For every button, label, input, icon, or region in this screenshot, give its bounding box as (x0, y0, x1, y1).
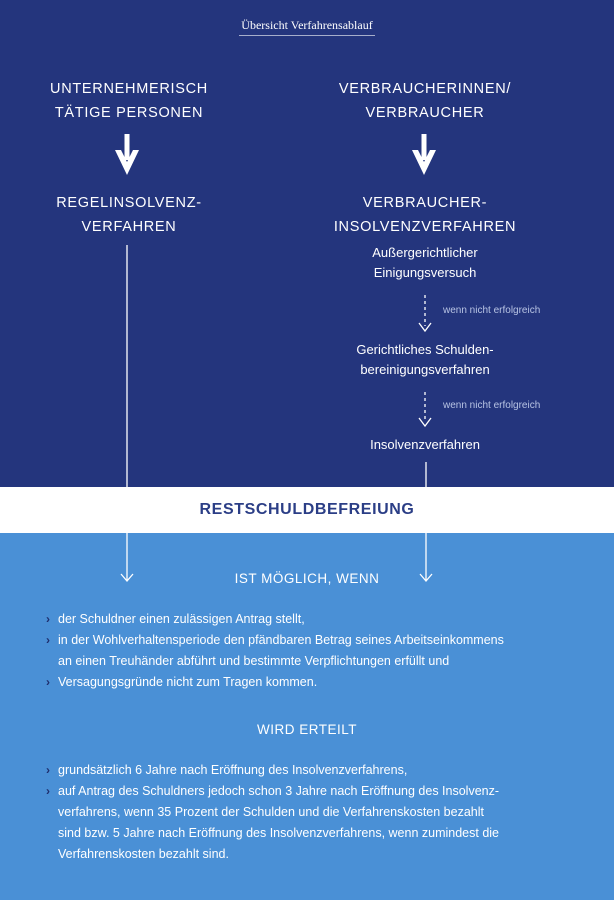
bullet-chevron-icon: › (46, 763, 50, 777)
step-insolvency-proceedings: Insolvenzverfahren (370, 437, 480, 452)
list-item-text: der Schuldner einen zulässigen Antrag st… (58, 612, 305, 626)
list-item: › grundsätzlich 6 Jahre nach Eröffnung d… (46, 760, 566, 781)
possible-heading: IST MÖGLICH, WENN (234, 571, 380, 586)
list-item: › Versagungsgründe nicht zum Tragen komm… (46, 672, 566, 693)
right-procedure-title: VERBRAUCHER- INSOLVENZVERFAHREN (333, 195, 517, 235)
bullet-chevron-icon: › (46, 784, 50, 798)
bullet-chevron-icon: › (46, 612, 50, 626)
list-item-text: auf Antrag des Schuldners jedoch schon 3… (58, 784, 500, 861)
granted-heading: WIRD ERTEILT (256, 722, 357, 737)
discharge-band: RESTSCHULDBEFREIUNG (0, 487, 614, 533)
left-group-title: UNTERNEHMERISCH TÄTIGE PERSONEN (50, 81, 208, 121)
bullet-chevron-icon: › (46, 633, 50, 647)
list-item: › der Schuldner einen zulässigen Antrag … (46, 609, 566, 630)
lower-section (0, 533, 614, 900)
list-item-text: grundsätzlich 6 Jahre nach Eröffnung des… (58, 763, 408, 777)
condition-note-2: wenn nicht erfolgreich (443, 400, 541, 411)
list-item: › in der Wohlverhaltensperiode den pfänd… (46, 630, 566, 672)
upper-section (0, 0, 614, 487)
list-item: › auf Antrag des Schuldners jedoch schon… (46, 781, 566, 865)
granted-list: › grundsätzlich 6 Jahre nach Eröffnung d… (46, 760, 566, 865)
condition-note-1: wenn nicht erfolgreich (443, 305, 541, 316)
bullet-chevron-icon: › (46, 675, 50, 689)
step-court-debt-settlement: Gerichtliches Schulden- bereinigungsverf… (356, 342, 494, 377)
step-out-of-court-settlement: Außergerichtlicher Einigungsversuch (372, 245, 478, 280)
overview-label-text: Übersicht Verfahrensablauf (239, 18, 375, 36)
left-procedure-title: REGELINSOLVENZ- VERFAHREN (56, 195, 202, 235)
list-item-text: Versagungsgründe nicht zum Tragen kommen… (58, 675, 318, 689)
overview-label: Übersicht Verfahrensablauf (0, 16, 614, 36)
list-item-text: in der Wohlverhaltensperiode den pfändba… (58, 633, 504, 668)
discharge-title: RESTSCHULDBEFREIUNG (199, 501, 415, 518)
possible-list: › der Schuldner einen zulässigen Antrag … (46, 609, 566, 693)
right-group-title: VERBRAUCHERINNEN/ VERBRAUCHER (338, 81, 512, 121)
